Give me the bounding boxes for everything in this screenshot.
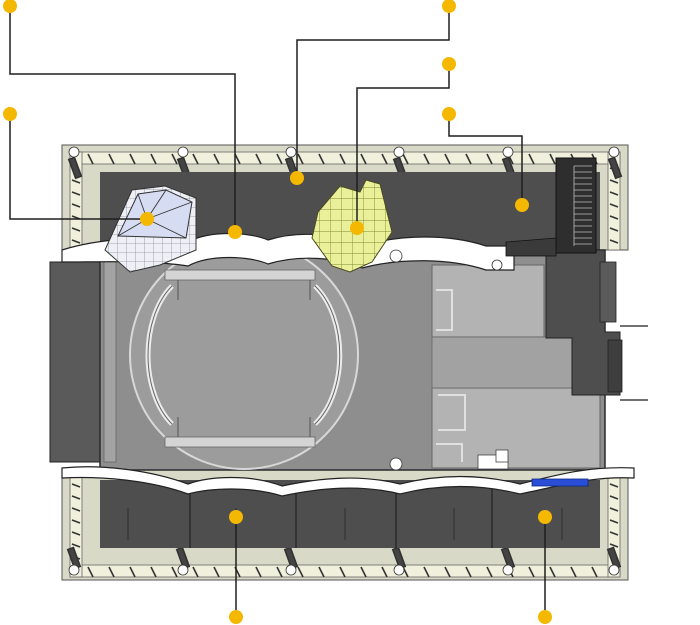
callout-leaders bbox=[9, 6, 546, 617]
callout-dot bbox=[229, 610, 243, 624]
callout-dot bbox=[229, 510, 243, 524]
south-curtain-wall bbox=[61, 466, 635, 497]
blue-step bbox=[531, 478, 589, 487]
callout-dot bbox=[538, 510, 552, 524]
callout-dot bbox=[140, 212, 154, 226]
east-core bbox=[545, 249, 648, 401]
callout-dot bbox=[290, 171, 304, 185]
callout-dot bbox=[538, 610, 552, 624]
callout-dot bbox=[3, 0, 17, 13]
callout-dot bbox=[442, 107, 456, 121]
callout-dot bbox=[350, 221, 364, 235]
skylight-pentagon bbox=[104, 185, 197, 273]
callout-dot bbox=[228, 225, 242, 239]
west-entry-block bbox=[49, 261, 103, 463]
arena bbox=[129, 240, 359, 470]
floor-marker bbox=[491, 259, 503, 271]
stair bbox=[505, 157, 597, 257]
callout-dot bbox=[3, 107, 17, 121]
callout-dot bbox=[442, 57, 456, 71]
service-wings bbox=[431, 264, 601, 470]
callout-dots bbox=[3, 0, 552, 624]
callout-dot bbox=[442, 0, 456, 13]
floor-marker bbox=[389, 457, 403, 471]
callout-dot bbox=[515, 198, 529, 212]
floor-marker bbox=[389, 249, 403, 263]
